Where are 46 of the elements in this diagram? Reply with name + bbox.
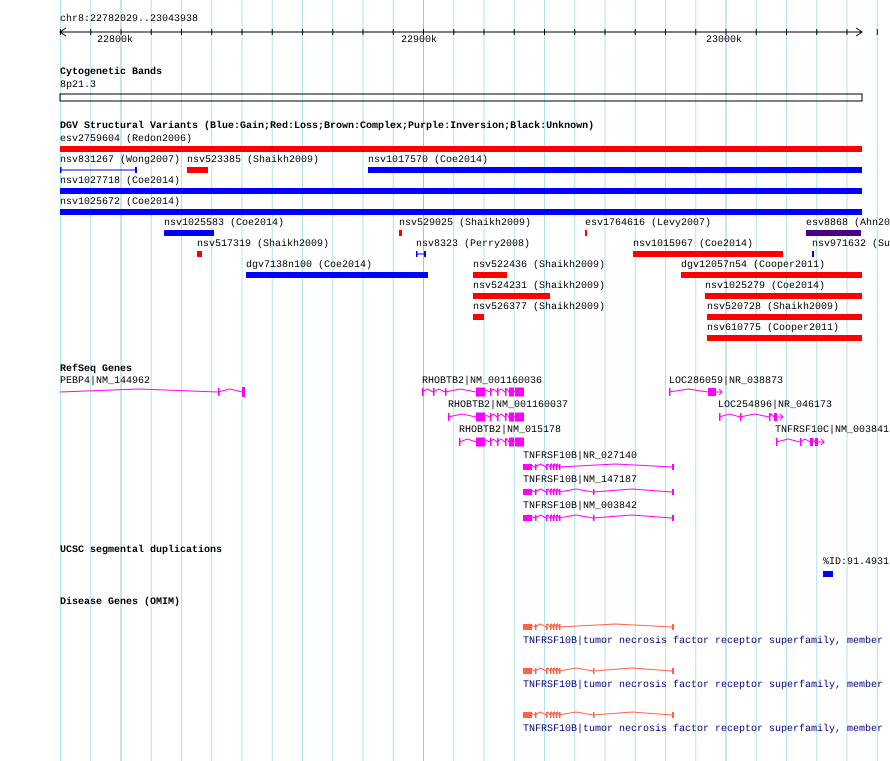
feature-label: LOC286059|NR_038873: [669, 376, 784, 388]
feature-label: nsv831267 (Wong2007): [60, 155, 180, 167]
feature-label: 8p21.3: [60, 80, 96, 92]
feature-label: nsv1027718 (Coe2014): [60, 176, 180, 188]
feature-label: esv8868 (Ahn20: [806, 218, 890, 230]
feature-label: nsv971632 (Su: [812, 239, 890, 251]
feature-label: RHOBTB2|NM_001160036: [422, 376, 542, 388]
feature-label: nsv526377 (Shaikh2009): [473, 302, 606, 314]
feature-label: nsv529025 (Shaikh2009): [399, 218, 532, 230]
feature-label: nsv522436 (Shaikh2009): [473, 260, 606, 272]
feature-label: nsv1025672 (Coe2014): [60, 197, 180, 209]
feature-label: TNFRSF10B|tumor necrosis factor receptor superfamily, member: [523, 680, 884, 692]
feature-label: nsv610775 (Cooper2011): [707, 323, 840, 335]
feature-label: nsv8323 (Perry2008): [416, 239, 530, 251]
feature-label: TNFRSF10B|NR_027140: [523, 451, 638, 463]
feature-label: TNFRSF10B|tumor necrosis factor receptor superfamily, member: [523, 636, 884, 648]
ruler-label: chr8:22782029..23043938: [60, 14, 198, 26]
feature-label: TNFRSF10C|NM_003841: [775, 425, 890, 437]
feature-label: nsv1025583 (Coe2014): [164, 218, 284, 230]
feature-label: PEBP4|NM_144962: [60, 376, 150, 388]
feature-label: LOC254896|NR_046173: [718, 400, 832, 412]
feature-label: dgv12057n54 (Cooper2011): [681, 260, 826, 272]
feature-label: nsv1015967 (Coe2014): [633, 239, 754, 251]
feature-label: TNFRSF10B|NM_147187: [523, 475, 638, 487]
feature-label: RHOBTB2|NM_001160037: [448, 400, 568, 412]
feature-label: TNFRSF10B|NM_003842: [523, 501, 638, 513]
track-heading: RefSeq Genes: [60, 364, 132, 376]
track-heading: Disease Genes (OMIM): [60, 597, 180, 609]
ruler-label: 23000k: [706, 35, 742, 47]
ruler-label: 22900k: [401, 35, 438, 47]
feature-label: nsv1017570 (Coe2014): [368, 155, 488, 167]
feature-label: RHOBTB2|NM_015178: [459, 425, 562, 437]
feature-label: nsv520728 (Shaikh2009): [707, 302, 840, 314]
feature-label: nsv524231 (Shaikh2009): [473, 281, 606, 293]
feature-label: nsv523385 (Shaikh2009): [187, 155, 320, 167]
feature-label: esv1764616 (Levy2007): [585, 218, 712, 230]
feature-label: %ID:91.4931: [823, 557, 890, 569]
feature-label: esv2759604 (Redon2006): [60, 134, 192, 146]
feature-label: TNFRSF10B|tumor necrosis factor receptor superfamily, member: [523, 724, 884, 736]
track-heading: Cytogenetic Bands: [60, 67, 162, 79]
track-heading: UCSC segmental duplications: [60, 545, 222, 557]
feature-label: nsv517319 (Shaikh2009): [197, 239, 330, 251]
track-heading: DGV Structural Variants (Blue:Gain;Red:Loss;Brown:Complex;Purple:Inversion;Black:Unknown): [60, 121, 594, 133]
feature-label: dgv7138n100 (Coe2014): [246, 260, 372, 272]
feature-label: nsv1025279 (Coe2014): [705, 281, 826, 293]
ruler-label: 22800k: [97, 35, 134, 47]
